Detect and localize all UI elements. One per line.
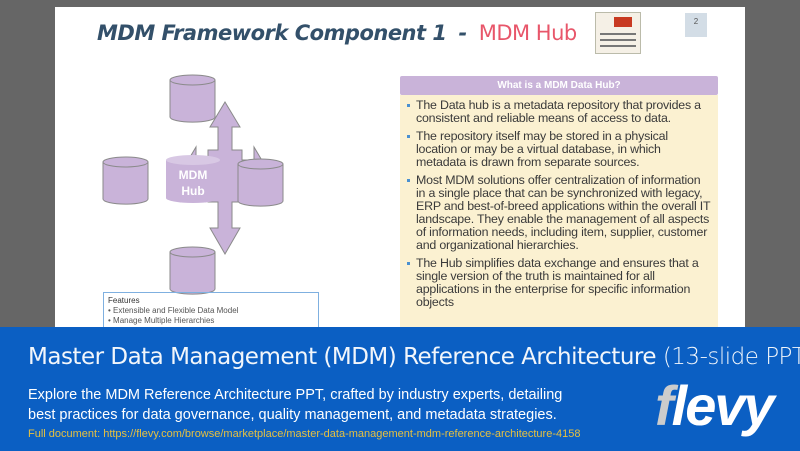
database-left-icon bbox=[102, 156, 149, 205]
features-heading: Features bbox=[108, 296, 140, 305]
title-main: MDM Framework Component 1 bbox=[97, 21, 447, 45]
hub-label-line1: MDM bbox=[179, 168, 208, 182]
page-number: 2 bbox=[685, 13, 707, 37]
database-right-icon bbox=[237, 158, 284, 207]
bullet-item: Most MDM solutions offer centralization … bbox=[407, 173, 711, 252]
document-icon bbox=[595, 12, 641, 54]
slide: MDM Framework Component 1-MDM Hub 2 MDM … bbox=[55, 7, 745, 345]
panel-heading: What is a MDM Data Hub? bbox=[400, 76, 718, 95]
hub-diagram: MDM Hub bbox=[102, 74, 284, 295]
bullet-item: The Data hub is a metadata repository th… bbox=[407, 99, 712, 125]
bullet-item: The Hub simplifies data exchange and ens… bbox=[407, 257, 712, 309]
hub-label-line2: Hub bbox=[181, 184, 204, 198]
bullet-item: The repository itself may be stored in a… bbox=[407, 130, 712, 169]
banner-title: Master Data Management (MDM) Reference A… bbox=[28, 344, 800, 370]
feature-item: • Manage Multiple Hierarchies bbox=[108, 316, 215, 325]
feature-item: • Extensible and Flexible Data Model bbox=[108, 306, 239, 315]
database-top-icon bbox=[169, 74, 216, 123]
database-bottom-icon bbox=[169, 246, 216, 295]
info-panel: The Data hub is a metadata repository th… bbox=[400, 95, 718, 345]
slide-title: MDM Framework Component 1-MDM Hub bbox=[97, 21, 577, 45]
title-accent: MDM Hub bbox=[478, 21, 578, 45]
flevy-logo: flevy bbox=[655, 374, 775, 437]
banner-description: Explore the MDM Reference Architecture P… bbox=[28, 387, 563, 423]
document-link[interactable]: Full document: https://flevy.com/browse/… bbox=[28, 428, 581, 440]
promo-banner: Master Data Management (MDM) Reference A… bbox=[0, 327, 800, 451]
title-separator: - bbox=[458, 21, 467, 45]
